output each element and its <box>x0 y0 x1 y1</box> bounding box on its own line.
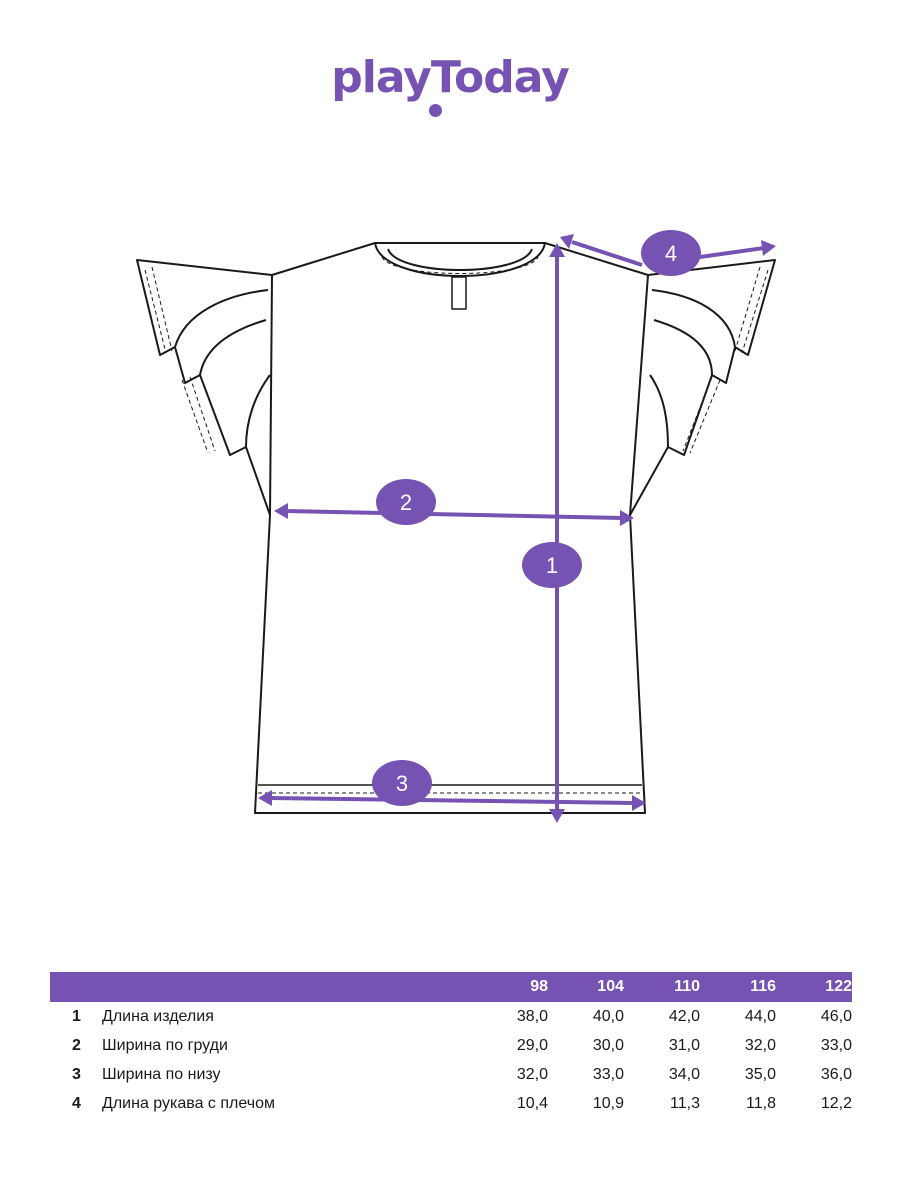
measurement-value: 46,0 <box>820 1007 852 1025</box>
measurement-name: Длина изделия <box>102 1007 214 1025</box>
size-header-98: 98 <box>530 978 548 995</box>
measurement-value: 11,8 <box>746 1094 776 1112</box>
row-number: 4 <box>72 1094 81 1112</box>
measurement-value: 35,0 <box>744 1065 776 1083</box>
measurement-lines <box>258 234 776 823</box>
measurement-value: 32,0 <box>516 1065 548 1083</box>
shirt-outline <box>136 242 776 814</box>
measurement-value: 31,0 <box>668 1036 700 1054</box>
marker-3-label: 3 <box>396 771 408 796</box>
size-header-104: 104 <box>597 978 624 995</box>
measurement-name: Длина рукава с плечом <box>102 1094 275 1112</box>
row-number: 3 <box>72 1065 81 1083</box>
measurement-value: 11,3 <box>670 1094 700 1112</box>
measurement-name: Ширина по груди <box>102 1036 228 1054</box>
brand-logo-dot <box>429 104 442 117</box>
size-table-header: 98 104 110 116 122 <box>50 972 852 1002</box>
measurement-value: 34,0 <box>668 1065 700 1083</box>
measurement-value: 30,0 <box>592 1036 624 1054</box>
measurement-value: 42,0 <box>668 1007 700 1025</box>
size-header-116: 116 <box>750 978 776 995</box>
marker-badges: 1 2 3 4 <box>372 230 701 806</box>
measurement-value: 36,0 <box>820 1065 852 1083</box>
table-row: 1 Длина изделия 38,0 40,0 42,0 44,0 46,0 <box>50 1002 852 1031</box>
stitch-lines <box>144 256 769 794</box>
measurement-value: 44,0 <box>744 1007 776 1025</box>
garment-diagram: 1 2 3 4 <box>0 215 900 855</box>
measurement-value: 38,0 <box>516 1007 548 1025</box>
row-number: 1 <box>72 1007 81 1025</box>
table-row: 2 Ширина по груди 29,0 30,0 31,0 32,0 33… <box>50 1031 852 1060</box>
measurement-value: 33,0 <box>592 1065 624 1083</box>
measurement-value: 40,0 <box>592 1007 624 1025</box>
row-number: 2 <box>72 1036 81 1054</box>
marker-3-badge <box>372 760 432 806</box>
marker-1-badge <box>522 542 582 588</box>
marker-1-label: 1 <box>546 553 558 578</box>
size-header-122: 122 <box>825 978 852 995</box>
brand-logo-text: playToday <box>331 52 570 103</box>
garment-sketch: 1 2 3 4 <box>136 230 776 823</box>
measurement-value: 10,4 <box>516 1094 548 1112</box>
measurement-value: 10,9 <box>592 1094 624 1112</box>
marker-4-badge <box>641 230 701 276</box>
measurement-value: 32,0 <box>744 1036 776 1054</box>
marker-2-label: 2 <box>400 490 412 515</box>
measurement-value: 33,0 <box>820 1036 852 1054</box>
table-row: 3 Ширина по низу 32,0 33,0 34,0 35,0 36,… <box>50 1060 852 1089</box>
brand-logo: playToday <box>0 48 900 128</box>
table-row: 4 Длина рукава с плечом 10,4 10,9 11,3 1… <box>50 1089 852 1118</box>
measurement-value: 12,2 <box>820 1094 852 1112</box>
marker-2-badge <box>376 479 436 525</box>
size-table: 98 104 110 116 122 1 Длина изделия 38,0 … <box>50 972 852 1118</box>
measurement-value: 29,0 <box>516 1036 548 1054</box>
size-header-110: 110 <box>674 978 700 995</box>
marker-4-label: 4 <box>665 241 677 266</box>
measurement-name: Ширина по низу <box>102 1065 221 1083</box>
